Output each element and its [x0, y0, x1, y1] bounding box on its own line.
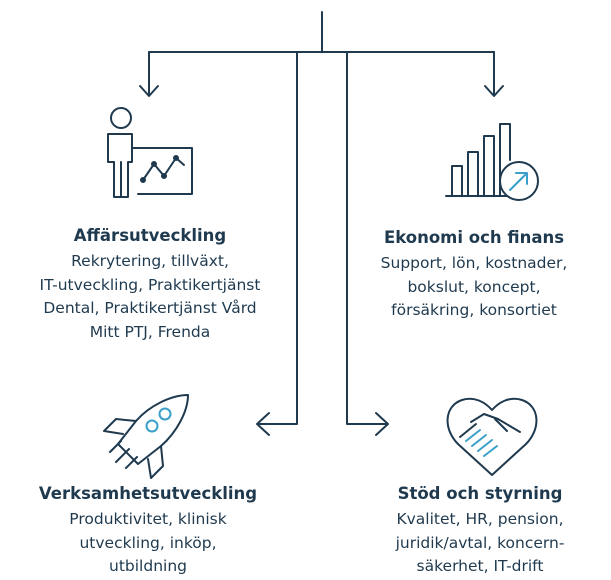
section-line: bokslut, koncept,: [407, 277, 541, 296]
section-line: utbildning: [109, 557, 187, 575]
section-line: Kvalitet, HR, pension,: [396, 510, 564, 528]
section-line: säkerhet, IT-drift: [416, 557, 544, 575]
rocket-icon: [103, 394, 189, 479]
section-line: Dental, Praktikertjänst Vård: [43, 299, 257, 317]
section-line: Support, lön, kostnader,: [380, 254, 568, 272]
section-verksamhet: Verksamhetsutveckling Produktivitet, kli…: [0, 483, 296, 579]
section-line: juridik/avtal, koncern-: [395, 533, 565, 552]
section-title: Verksamhetsutveckling: [38, 484, 258, 503]
section-title: Ekonomi och finans: [383, 228, 565, 247]
section-line: Produktivitet, klinisk: [69, 510, 227, 528]
section-affarsutveckling: Affärsutveckling Rekrytering, tillväxt, …: [0, 225, 300, 344]
section-line: IT-utveckling, Praktikertjänst: [39, 275, 261, 294]
section-title: Stöd och styrning: [397, 484, 563, 503]
section-line: försäkring, konsortiet: [391, 301, 557, 319]
handshake-heart-icon: [446, 397, 538, 476]
section-ekonomi: Ekonomi och finans Support, lön, kostnad…: [338, 227, 610, 323]
section-title: Affärsutveckling: [73, 226, 227, 245]
connector-lines: [139, 11, 504, 436]
section-line: utveckling, inköp,: [79, 533, 217, 552]
section-stod: Stöd och styrning Kvalitet, HR, pension,…: [350, 483, 610, 579]
bar-chart-growth-icon: [445, 123, 539, 201]
section-line: Mitt PTJ, Frenda: [89, 322, 211, 341]
presenter-chart-icon: [107, 107, 193, 198]
section-line: Rekrytering, tillväxt,: [71, 252, 229, 270]
